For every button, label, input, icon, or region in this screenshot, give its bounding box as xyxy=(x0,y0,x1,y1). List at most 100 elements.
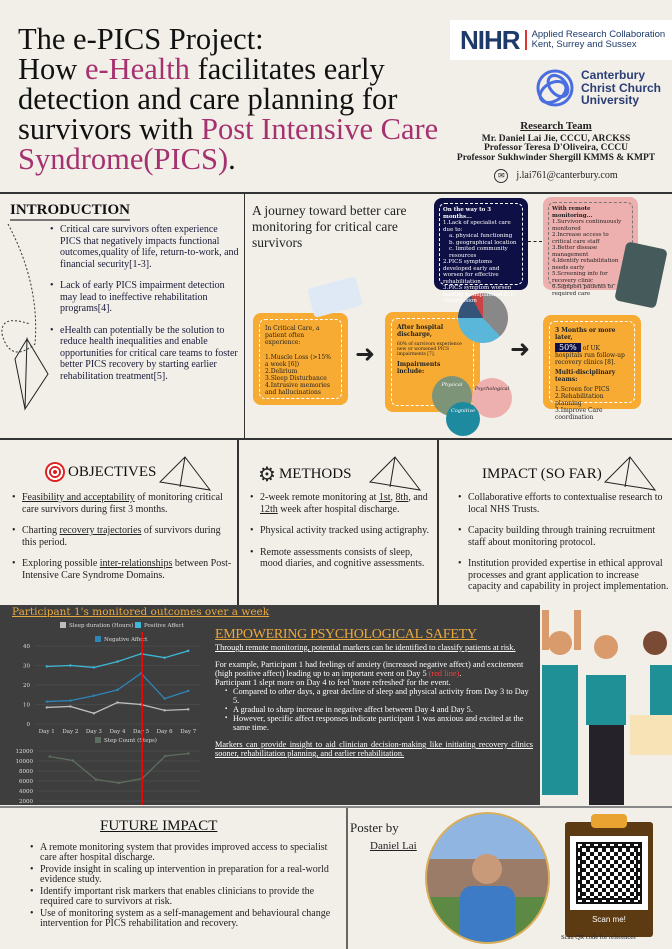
box-heading: On the way to 3 months... xyxy=(443,207,492,220)
y-tick-label: 40 xyxy=(23,644,30,650)
data-point xyxy=(94,778,98,781)
hospital-bed-illustration xyxy=(306,276,364,318)
objective-bullet: Feasibility and acceptability of monitor… xyxy=(12,492,234,515)
data-point xyxy=(187,752,190,755)
gear-icon: ⚙ xyxy=(258,462,276,486)
x-tick-label: Day 4 xyxy=(109,729,126,735)
series-line-sleep-duration-hours- xyxy=(46,701,189,714)
data-point xyxy=(45,700,48,703)
paper-plane-icon xyxy=(158,456,212,491)
title-line: survivors with Post Intensive Care xyxy=(18,112,439,146)
empowering-section: EMPOWERING PSYCHOLOGICAL SAFETY Through … xyxy=(215,628,533,766)
paper-plane-icon xyxy=(368,456,422,491)
method-bullet: 2-week remote monitoring at 1st, 8th, an… xyxy=(250,492,435,515)
qr-code[interactable] xyxy=(570,836,648,910)
cccu-rings-icon xyxy=(536,69,574,107)
author-name: Daniel Lai xyxy=(370,840,417,852)
data-point xyxy=(116,688,119,692)
qr-note: Scan QR code for references xyxy=(561,934,636,941)
poster-title: The e-PICS Project: How e-Health facilit… xyxy=(18,24,439,175)
box-item: 3.Sleep Disturbance xyxy=(265,375,327,382)
arrow-right-icon: ➜ xyxy=(510,335,531,363)
intro-list: Critical care survivors often experience… xyxy=(50,224,240,392)
divider xyxy=(0,806,672,808)
objective-bullet: Charting recovery trajectories of surviv… xyxy=(12,525,234,548)
box-item: 1.Screen for PICS xyxy=(555,386,610,393)
box-heading: In Critical Care, a patient often experi… xyxy=(265,325,320,346)
legend-swatch xyxy=(95,636,101,642)
data-point xyxy=(116,701,119,704)
legend-swatch xyxy=(95,737,101,743)
impact-bullet: Collaborative efforts to contextualise r… xyxy=(458,492,670,515)
box-subheading: Impairments include: xyxy=(397,361,441,375)
intro-bullet: Critical care survivors often experience… xyxy=(50,224,240,270)
legend-label: Step Count (Steps) xyxy=(104,737,157,744)
box-note: 60% of survivors experience new or worse… xyxy=(397,342,462,357)
divider xyxy=(437,440,439,605)
data-point xyxy=(163,709,166,712)
empower-intro: Through remote monitoring, potential mar… xyxy=(215,643,516,652)
future-list: A remote monitoring system that provides… xyxy=(30,843,342,931)
empower-bullet: However, specific affect responses indic… xyxy=(225,714,533,732)
y-tick-label: 2000 xyxy=(19,799,33,805)
legend-label: Sleep duration (Hours) xyxy=(69,622,133,629)
divider xyxy=(346,808,348,949)
impact-bullet: Capacity building through training recru… xyxy=(458,525,670,548)
method-bullet: Physical activity tracked using actigrap… xyxy=(250,525,435,537)
future-bullet: A remote monitoring system that provides… xyxy=(30,843,342,863)
x-tick-label: Day 6 xyxy=(157,729,174,735)
data-point xyxy=(92,666,96,669)
y-tick-label: 6000 xyxy=(19,779,33,785)
x-tick-label: Day 3 xyxy=(86,729,103,735)
methods-list: 2-week remote monitoring at 1st, 8th, an… xyxy=(250,492,435,580)
impact-heading: IMPACT (SO FAR) xyxy=(482,466,602,482)
box-item: 4.Identify rehabilitation needs early xyxy=(552,258,619,271)
empower-conclusion: Markers can provide insight to aid clini… xyxy=(215,740,533,758)
pie-illustration xyxy=(458,293,508,343)
x-tick-label: Day 1 xyxy=(39,729,55,735)
future-heading: FUTURE IMPACT xyxy=(100,818,218,834)
title-line: detection and care planning for xyxy=(18,82,398,116)
box-item: b. geographical location xyxy=(449,239,517,246)
intro-bullet: eHealth can potentially be the solution … xyxy=(50,325,240,383)
future-bullet: Provide insight in scaling up interventi… xyxy=(30,865,342,885)
email-link[interactable]: j.lai761@canterbury.com xyxy=(516,170,618,182)
data-point xyxy=(69,699,72,702)
paper-plane-icon xyxy=(1,224,49,411)
three-months-box: On the way to 3 months... 1.Lack of spec… xyxy=(434,198,528,304)
data-point xyxy=(71,759,74,762)
series-line-positive-affect xyxy=(46,650,189,669)
chart-title: Participant 1's monitored outcomes over … xyxy=(12,606,270,618)
box-heading: 3 Months or more later, xyxy=(555,327,616,341)
y-tick-label: 12000 xyxy=(16,749,34,755)
methods-heading: ⚙METHODS xyxy=(258,462,352,486)
stat-text: of UK hospitals run follow-up recovery c… xyxy=(555,345,625,366)
box-subheading: Multi-disciplinary teams: xyxy=(555,369,616,383)
y-tick-label: 10 xyxy=(23,703,30,709)
y-tick-label: 8000 xyxy=(19,769,33,775)
box-item: 1.Muscle Loss (>15% a week [6]) xyxy=(265,354,331,368)
poster-by-label: Poster by xyxy=(350,820,399,835)
box-item: 6.Signpost patients to required care xyxy=(552,284,614,297)
box-item: 2.Rehabilitation planning xyxy=(555,393,604,407)
box-item: 4.Intrusive memories and hallucinations xyxy=(265,382,330,396)
data-point xyxy=(45,665,48,668)
method-bullet: Remote assessments consists of sleep, mo… xyxy=(250,547,435,570)
intro-heading: INTRODUCTION xyxy=(10,202,131,221)
data-point xyxy=(92,712,96,715)
objectives-list: Feasibility and acceptability of monitor… xyxy=(12,492,234,591)
empower-list: Compared to other days, a great decline … xyxy=(215,687,533,732)
box-item: 3.PICS symptom worsen leading to unplann… xyxy=(443,285,515,304)
data-point xyxy=(117,781,121,785)
series-line-negative-affect xyxy=(46,672,189,703)
divider xyxy=(0,192,672,194)
objectives-heading: OBJECTIVES xyxy=(45,462,156,482)
box-item: a. physical functioning xyxy=(449,233,513,239)
box-item: c. limited community resources xyxy=(449,246,508,259)
data-point xyxy=(69,664,72,667)
team-member: Professor Sukhwinder Shergill KMMS & KMP… xyxy=(456,152,656,163)
y-tick-label: 10000 xyxy=(16,759,34,765)
